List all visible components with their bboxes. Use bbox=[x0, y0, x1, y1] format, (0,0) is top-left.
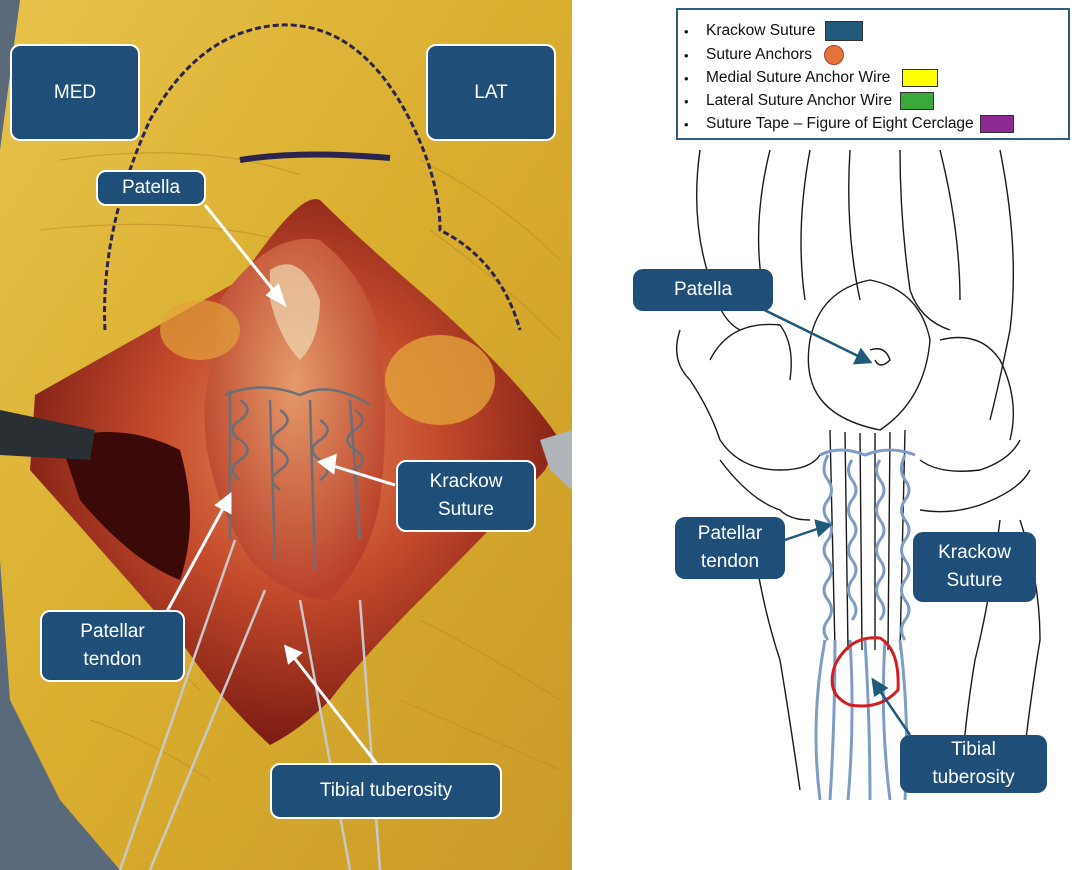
legend-label-krackow: Krackow Suture bbox=[706, 22, 816, 39]
legend-label-cerclage: Suture Tape – Figure of Eight Cerclage bbox=[706, 115, 974, 132]
photo-patellar-tendon-label: Patellar tendon bbox=[40, 610, 185, 682]
photo-arrows bbox=[163, 204, 396, 769]
photo-tibial-tuberosity-label: Tibial tuberosity bbox=[270, 763, 502, 819]
skin-marker-outline bbox=[103, 23, 522, 331]
wound-cavity bbox=[60, 432, 190, 580]
photo-patellar-tendon-label-text: Patellar tendon bbox=[80, 621, 145, 670]
diagram-tibial-tuberosity-label: Tibial tuberosity bbox=[900, 735, 1047, 793]
legend-swatch-krackow bbox=[825, 21, 864, 41]
legend-swatch-lateral-wire bbox=[900, 92, 935, 110]
photo-patella-label: Patella bbox=[96, 170, 206, 206]
skin-marker-midline bbox=[239, 151, 391, 163]
diagram-krackow-label-text: Krackow Suture bbox=[938, 542, 1011, 591]
patella-bone bbox=[270, 264, 320, 360]
krackow-suture-diagram bbox=[814, 448, 916, 801]
diagram-patellar-tendon-label: Patellar tendon bbox=[675, 517, 785, 579]
legend-item-cerclage: • Suture Tape – Figure of Eight Cerclage bbox=[684, 113, 1014, 135]
diagram-patellar-tendon-label-text: Patellar tendon bbox=[697, 523, 763, 572]
legend-swatch-anchors bbox=[823, 45, 844, 65]
diagram-patella-label: Patella bbox=[633, 269, 773, 311]
legend-item-lateral-wire: •Lateral Suture Anchor Wire bbox=[684, 90, 935, 112]
legend-label-medial-wire: Medial Suture Anchor Wire bbox=[706, 69, 891, 86]
fat-tissue-medial bbox=[160, 300, 240, 360]
legend-item-medial-wire: •Medial Suture Anchor Wire bbox=[684, 67, 939, 89]
cerclage-loop bbox=[830, 636, 900, 708]
legend-item-anchors: •Suture Anchors bbox=[684, 44, 844, 66]
fat-tissue-lateral bbox=[385, 335, 495, 425]
photo-krackow-label: Krackow Suture bbox=[396, 460, 536, 532]
diagram-krackow-label: Krackow Suture bbox=[913, 532, 1036, 602]
krackow-suture-photo bbox=[224, 386, 371, 571]
legend-label-lateral-wire: Lateral Suture Anchor Wire bbox=[706, 92, 893, 109]
retractor-lateral bbox=[540, 430, 572, 490]
photo-krackow-label-text: Krackow Suture bbox=[429, 471, 503, 520]
lat-label: LAT bbox=[426, 44, 556, 141]
med-label-text: MED bbox=[53, 81, 97, 103]
knee-outline bbox=[676, 149, 1041, 791]
photo-patella-label-text: Patella bbox=[121, 177, 181, 198]
anchor-wires-photo bbox=[118, 539, 382, 870]
surgical-photo: MED LAT Patella Krackow Suture Patellar … bbox=[0, 0, 572, 870]
med-label: MED bbox=[10, 44, 140, 141]
diagram-patella-label-text: Patella bbox=[673, 279, 733, 300]
retractor-medial bbox=[0, 410, 95, 460]
legend: •Krackow Suture •Suture Anchors •Medial … bbox=[676, 8, 1070, 140]
legend-item-krackow: •Krackow Suture bbox=[684, 20, 864, 42]
knee-anatomy-diagram bbox=[676, 149, 1041, 801]
photo-tibial-tuberosity-label-text: Tibial tuberosity bbox=[319, 780, 453, 801]
legend-label-anchors: Suture Anchors bbox=[706, 46, 812, 63]
diagram-tibial-tuberosity-label-text: Tibial tuberosity bbox=[932, 739, 1015, 788]
legend-swatch-cerclage bbox=[979, 115, 1014, 133]
lat-label-text: LAT bbox=[474, 81, 508, 103]
legend-swatch-medial-wire bbox=[902, 69, 939, 87]
patellar-tendon-tissue bbox=[204, 238, 385, 600]
